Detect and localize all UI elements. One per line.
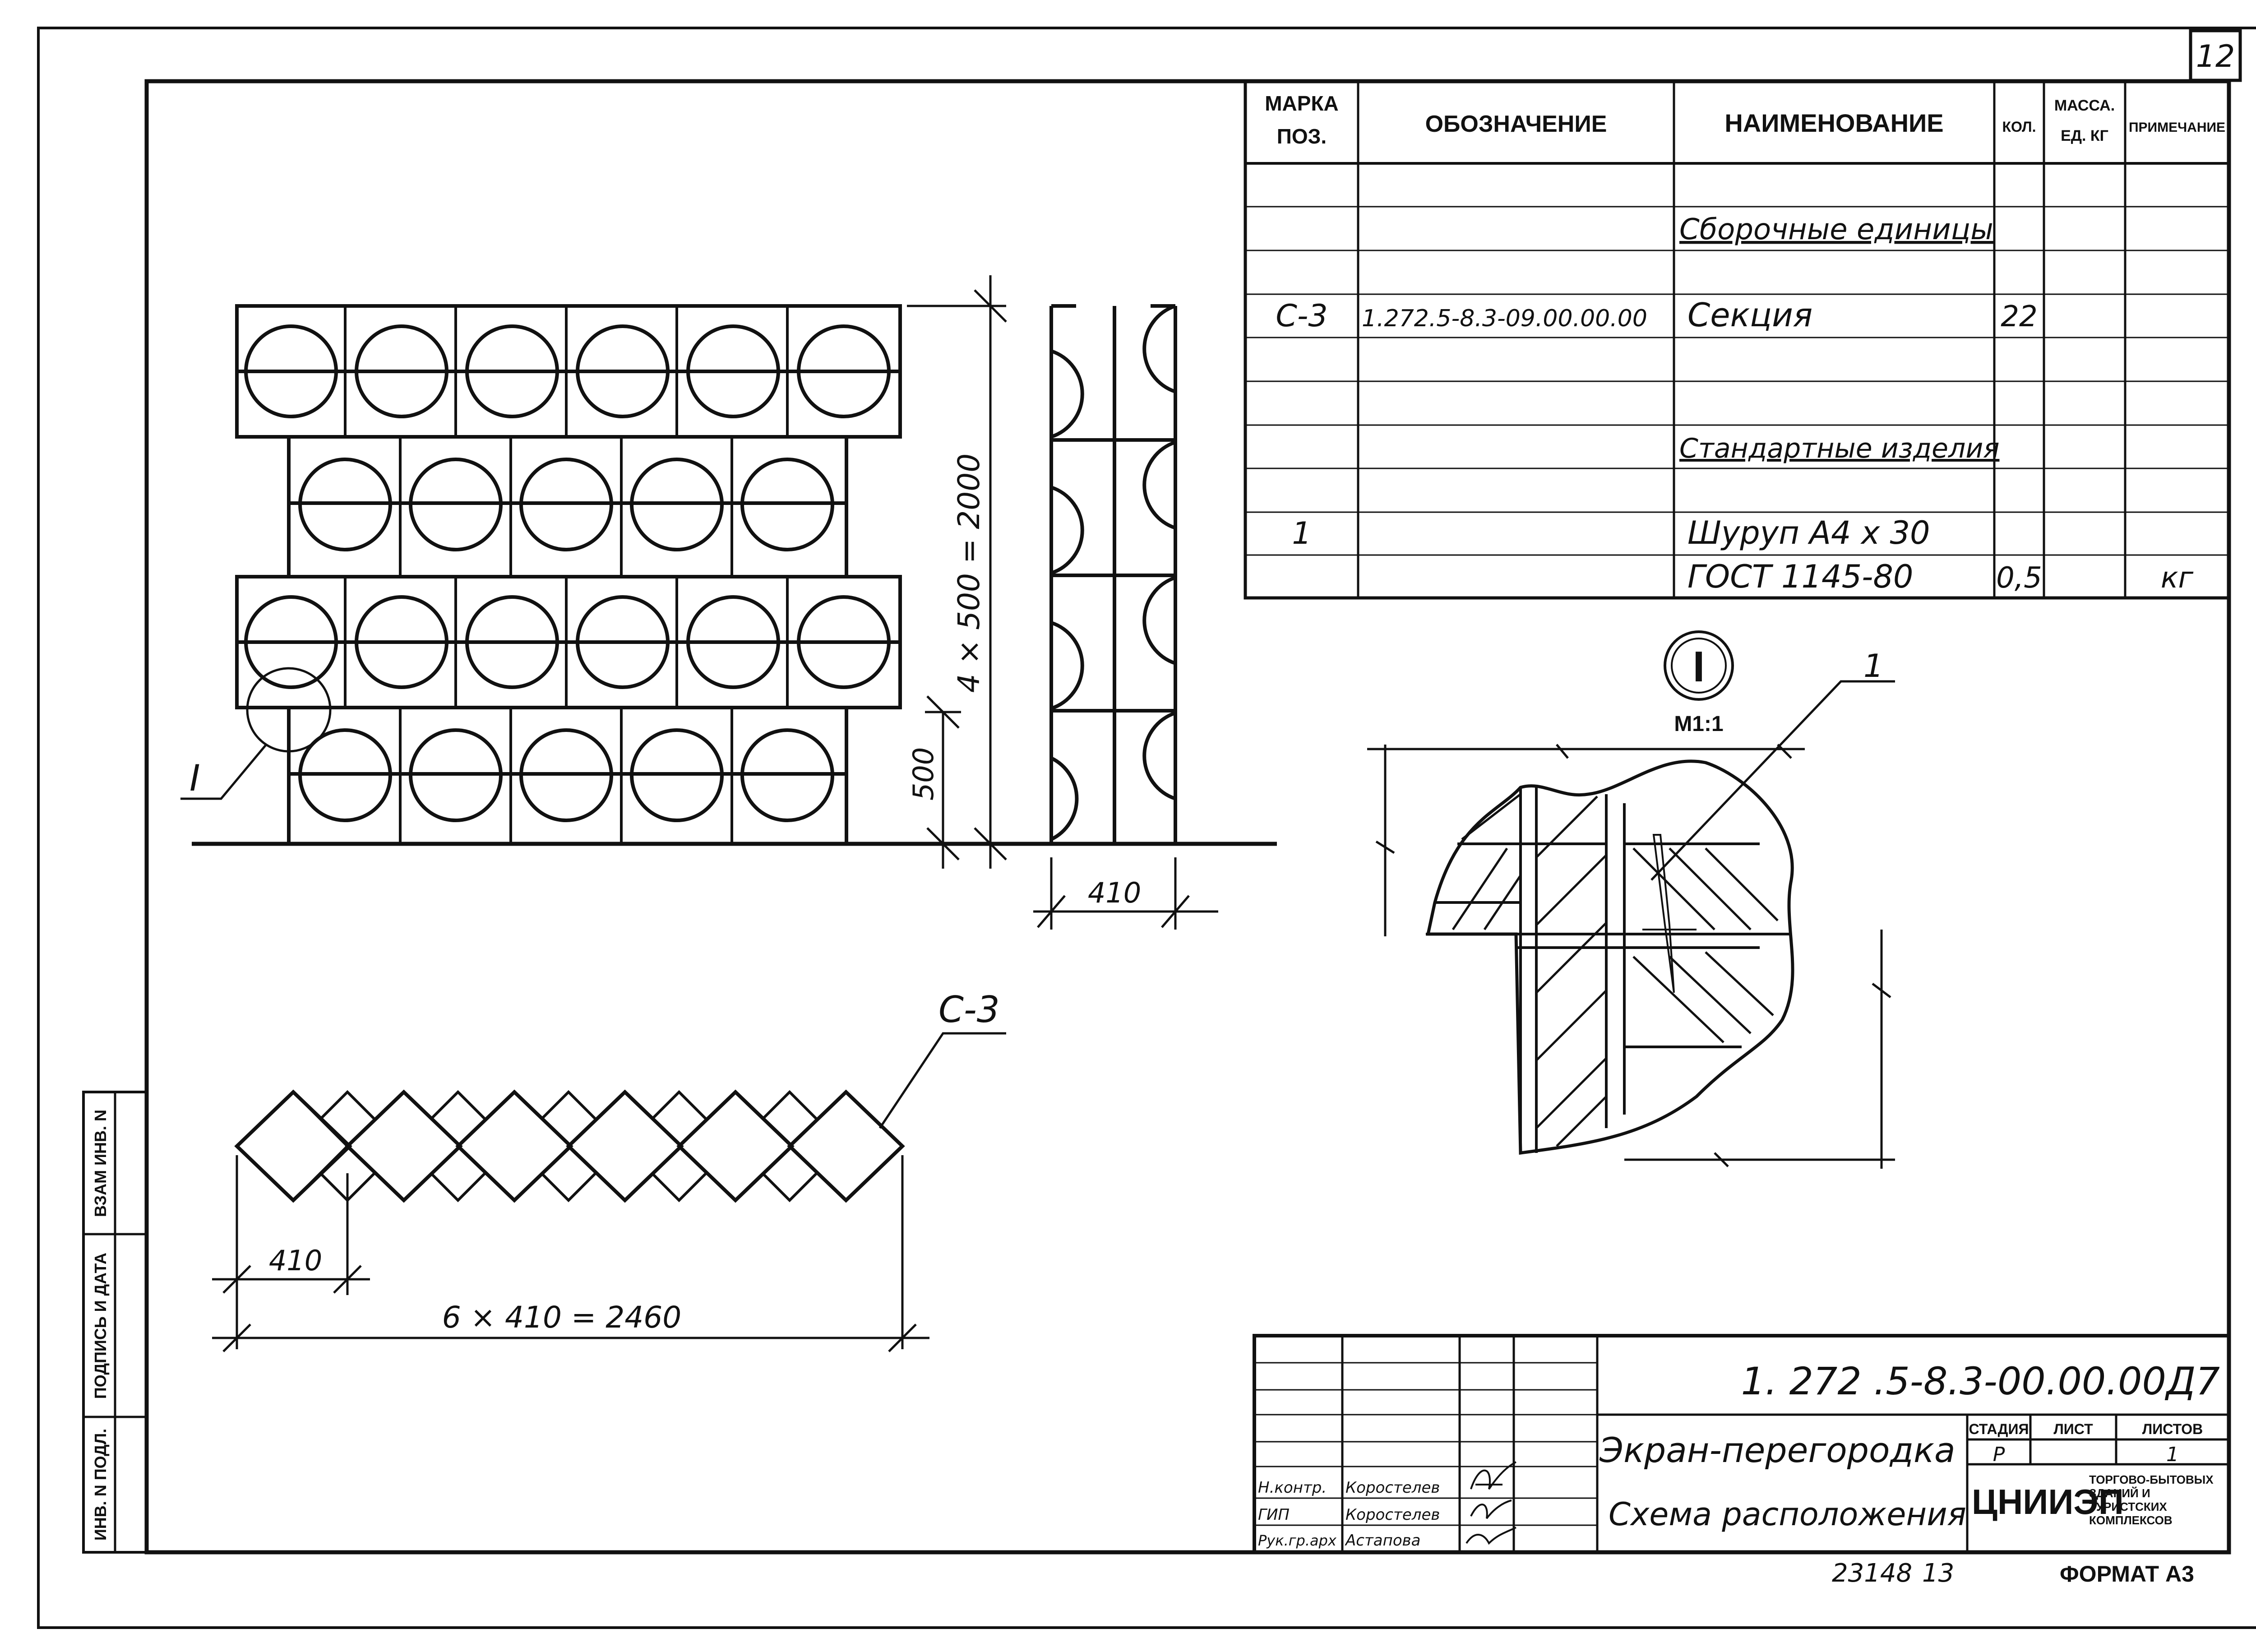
elevation-view: I 4 × 500 = 2000 500: [180, 275, 1277, 869]
row-assembly-units: Сборочные единицы: [1679, 213, 1993, 246]
dim-step-height: 500: [907, 747, 940, 801]
row-standard-items: Стандартные изделия: [1679, 433, 1999, 464]
sheets-value: 1: [2166, 1443, 2179, 1466]
sheet-number: 12: [2196, 39, 2235, 74]
sheet-number-box: 12: [2189, 29, 2242, 82]
drawing-frame: [144, 79, 2231, 1555]
side-stamp: ИНВ. N ПОДЛ. ПОДПИСЬ И ДАТА ВЗАМ ИНВ. N: [82, 1091, 148, 1554]
outer-frame: [37, 27, 2256, 1629]
side-view: 410: [1033, 304, 1218, 930]
footer-format: ФОРМАТ А3: [2060, 1561, 2194, 1587]
row-gost-note: кг: [2161, 561, 2194, 595]
row-c3-qty: 22: [2001, 300, 2037, 333]
elevation-callout-label: I: [190, 757, 200, 799]
detail-leader-label: 1: [1863, 648, 1884, 685]
plan-dim-total: 6 × 410 = 2460: [442, 1300, 681, 1335]
org-logo: ЦНИИЭП: [1972, 1482, 2124, 1522]
header-mark-2: ПОЗ.: [1277, 125, 1327, 148]
detail-view: I М1:1 1: [1367, 630, 1895, 1169]
header-name: НАИМЕНОВАНИЕ: [1724, 109, 1943, 137]
row-screw-name: Шуруп А4 х 30: [1687, 514, 1930, 551]
header-mark-1: МАРКА: [1265, 92, 1339, 115]
footer-number: 23148: [1832, 1559, 1912, 1588]
sheet-label: ЛИСТ: [2053, 1421, 2093, 1437]
dim-total-height: 4 × 500 = 2000: [952, 453, 986, 693]
side-view-dim-width: 410: [1088, 876, 1141, 909]
footer-page: 13: [1922, 1559, 1954, 1588]
doc-code: 1. 272 .5-8.3-00.00.00Д7: [1741, 1359, 2220, 1403]
row-gost-qty: 0,5: [1996, 561, 2042, 595]
spec-table: МАРКА ПОЗ. ОБОЗНАЧЕНИЕ НАИМЕНОВАНИЕ КОЛ.…: [1244, 79, 2231, 600]
sheets-label: ЛИСТОВ: [2142, 1421, 2203, 1437]
role-3-name: Астапова: [1345, 1532, 1421, 1550]
header-note: ПРИМЕЧАНИЕ: [2129, 120, 2225, 135]
stamp-replaced-inv: ВЗАМ ИНВ. N: [91, 1110, 110, 1217]
plan-dim-step: 410: [269, 1244, 322, 1277]
title-block: 1. 272 .5-8.3-00.00.00Д7 Экран-перегород…: [1253, 1334, 2231, 1554]
org-text-3: ТУРИСТСКИХ: [2089, 1500, 2167, 1513]
header-mass-2: ЕД. КГ: [2061, 127, 2108, 144]
title-line-1: Экран-перегородка: [1599, 1430, 1956, 1470]
stamp-inv-no: ИНВ. N ПОДЛ.: [91, 1429, 110, 1541]
row-gost-name: ГОСТ 1145-80: [1687, 558, 1913, 595]
header-qty: КОЛ.: [2002, 119, 2036, 135]
role-1-name: Коростелев: [1345, 1479, 1440, 1497]
org-text-4: КОМПЛЕКСОВ: [2089, 1513, 2173, 1527]
stage-label: СТАДИЯ: [1969, 1421, 2029, 1437]
header-designation: ОБОЗНАЧЕНИЕ: [1425, 111, 1607, 137]
header-mass-1: МАССА.: [2054, 97, 2115, 114]
detail-scale: М1:1: [1674, 712, 1723, 736]
role-2: ГИП: [1258, 1506, 1290, 1524]
row-c3-name: Секция: [1687, 296, 1812, 334]
role-3: Рук.гр.арх: [1258, 1532, 1337, 1549]
signatures: [1465, 1461, 1516, 1545]
title-line-2: Схема расположения: [1609, 1496, 1966, 1533]
stamp-sign-date: ПОДПИСЬ И ДАТА: [91, 1253, 110, 1399]
org-text-2: ЗДАНИЙ И: [2089, 1486, 2150, 1500]
role-1: Н.контр.: [1258, 1479, 1327, 1497]
plan-view: С-3 410 6 × 410 = 2460: [212, 989, 1006, 1352]
row-c3-mark: С-3: [1276, 298, 1327, 334]
role-2-name: Коростелев: [1345, 1506, 1440, 1524]
row-screw-mark: 1: [1292, 516, 1311, 551]
plan-mark: С-3: [938, 989, 1000, 1031]
stage-value: Р: [1993, 1443, 2005, 1466]
org-text-1: ТОРГОВО-БЫТОВЫХ: [2089, 1473, 2214, 1486]
row-c3-designation: 1.272.5-8.3-09.00.00.00: [1362, 305, 1647, 332]
detail-marker: I: [1693, 643, 1705, 691]
